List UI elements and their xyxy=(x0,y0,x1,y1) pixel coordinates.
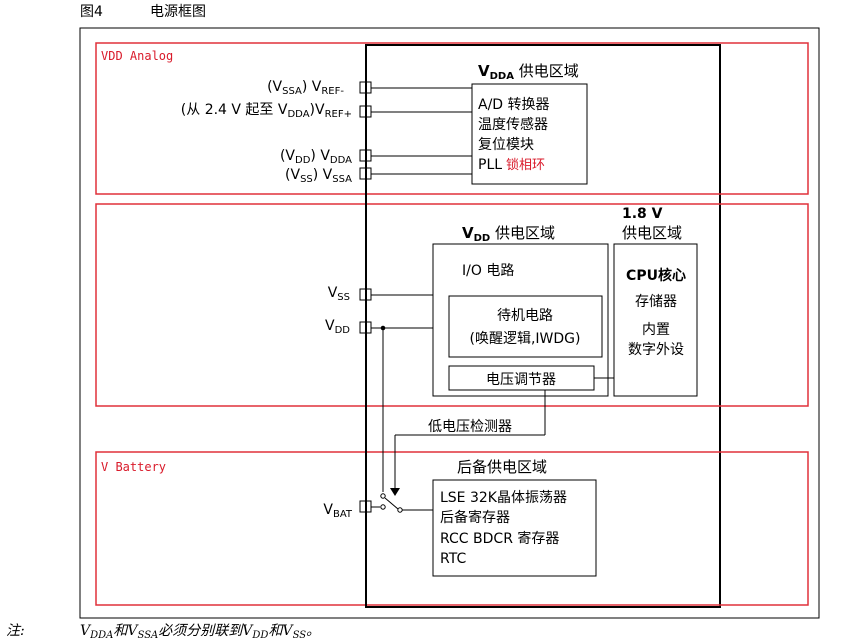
pin-label-vref-minus: (VSSA) VREF- xyxy=(267,79,344,97)
core-item-builtin: 内置 xyxy=(642,322,670,338)
switch-contact-vdd xyxy=(380,493,386,499)
vdda-item-temp-sensor: 温度传感器 xyxy=(478,116,548,133)
region-vdd-analog-label: VDD Analog xyxy=(101,49,173,63)
pin-label-vdda: (VDD) VDDA xyxy=(280,148,352,166)
backup-domain-box xyxy=(432,479,597,577)
detector-arrow xyxy=(390,488,400,496)
vdda-domain-box xyxy=(471,83,588,185)
vdda-item-reset: 复位模块 xyxy=(478,136,534,153)
standby-circuit-label: 待机电路 xyxy=(497,308,553,324)
core-domain-box xyxy=(613,243,698,397)
backup-item-rcc-bdcr: RCC BDCR 寄存器 xyxy=(440,530,559,547)
figure-number: 图4 xyxy=(80,4,103,20)
voltage-regulator-box xyxy=(448,365,595,391)
vdda-item-adc: A/D 转换器 xyxy=(478,96,550,113)
pin-label-vdd: VDD xyxy=(325,318,350,336)
region-v-battery-label: V Battery xyxy=(101,460,166,474)
core-domain-title: 供电区域 xyxy=(622,224,682,242)
switch-arm xyxy=(384,497,399,510)
backup-item-registers: 后备寄存器 xyxy=(440,509,510,526)
switch-output xyxy=(397,507,403,513)
switch-contact-vbat xyxy=(380,504,386,510)
outer-frame xyxy=(79,27,820,619)
standby-circuit-detail: (唤醒逻辑,IWDG) xyxy=(470,330,581,347)
region-v-battery xyxy=(95,451,809,606)
core-item-cpu: CPU核心 xyxy=(626,267,686,284)
core-item-memory: 存储器 xyxy=(635,294,677,310)
backup-domain-title: 后备供电区域 xyxy=(457,458,547,476)
voltage-regulator-label: 电压调节器 xyxy=(486,372,556,388)
note-text: VDDA和VSSA必须分别联到VDD和VSS。 xyxy=(80,623,320,641)
region-vdd-analog xyxy=(95,42,809,195)
vdd-domain-title: VDD 供电区域 xyxy=(462,224,555,244)
backup-item-rtc: RTC xyxy=(440,551,466,567)
backup-item-lse: LSE 32K晶体振荡器 xyxy=(440,490,567,506)
standby-circuit-box xyxy=(448,295,603,358)
figure-title: 电源框图 xyxy=(150,4,206,20)
low-voltage-detector-label: 低电压检测器 xyxy=(428,419,512,435)
region-vdd-digital xyxy=(95,203,809,407)
pin-label-vss: VSS xyxy=(328,285,350,303)
vdda-domain-title: VDDA 供电区域 xyxy=(478,62,579,82)
core-domain-voltage: 1.8 V xyxy=(622,206,663,222)
pin-label-vref-plus: (从 2.4 V 起至 VDDA)VREF+ xyxy=(181,102,352,120)
pin-label-vbat: VBAT xyxy=(323,502,353,520)
note-label: 注: xyxy=(6,623,25,639)
pin-label-vssa: (VSS) VSSA xyxy=(285,167,352,185)
io-circuit-label: I/O 电路 xyxy=(462,263,514,279)
core-item-digital-peripherals: 数字外设 xyxy=(628,342,684,358)
